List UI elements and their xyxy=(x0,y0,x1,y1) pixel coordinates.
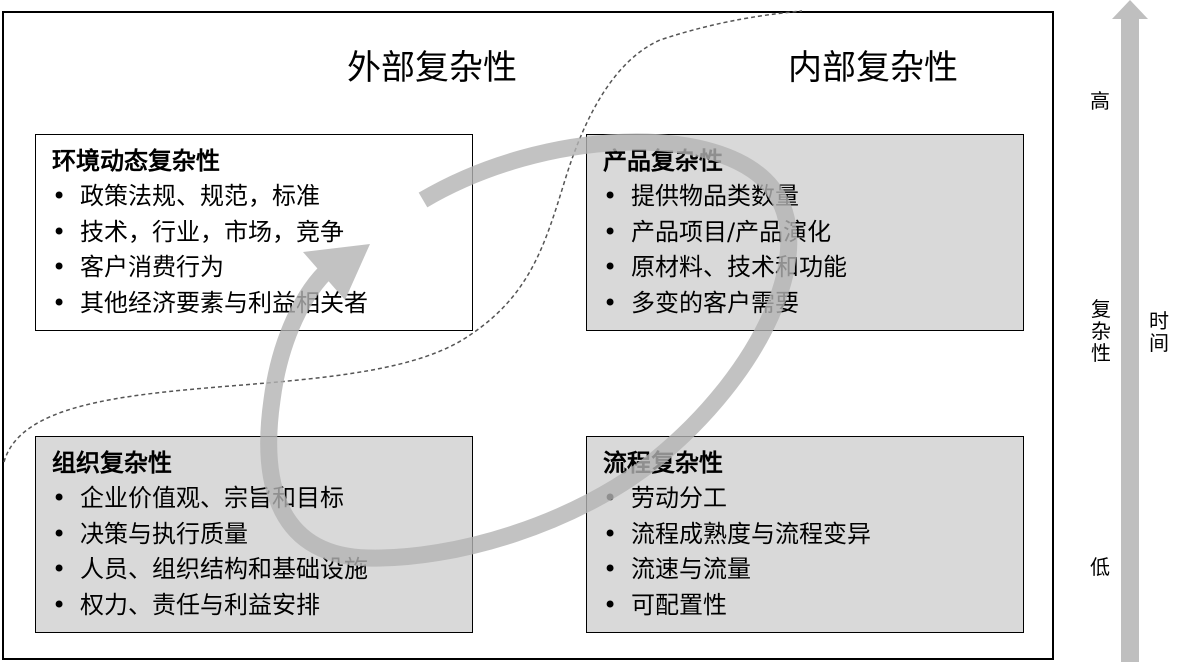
list-item: 权力、责任与利益安排 xyxy=(52,588,472,624)
list-item: 原材料、技术和功能 xyxy=(603,250,1023,286)
list-item: 人员、组织结构和基础设施 xyxy=(52,552,472,588)
internal-complexity-header: 内部复杂性 xyxy=(788,48,958,88)
external-complexity-header: 外部复杂性 xyxy=(347,48,517,88)
list-item: 流速与流量 xyxy=(603,552,1023,588)
list-item: 劳动分工 xyxy=(603,481,1023,517)
scale-complexity-label: 复杂性 xyxy=(1091,297,1111,365)
list-item: 政策法规、规范，标准 xyxy=(52,179,472,215)
list-item: 多变的客户需要 xyxy=(603,286,1023,322)
product-complexity-list: 提供物品类数量 产品项目/产品演化 原材料、技术和功能 多变的客户需要 xyxy=(603,179,1023,321)
scale-time-label: 时间 xyxy=(1149,309,1169,355)
environment-complexity-list: 政策法规、规范，标准 技术，行业，市场，竞争 客户消费行为 其他经济要素与利益相… xyxy=(52,179,472,321)
list-item: 企业价值观、宗旨和目标 xyxy=(52,481,472,517)
list-item: 提供物品类数量 xyxy=(603,179,1023,215)
environment-complexity-title: 环境动态复杂性 xyxy=(52,147,220,175)
list-item: 客户消费行为 xyxy=(52,250,472,286)
list-item: 其他经济要素与利益相关者 xyxy=(52,286,472,322)
list-item: 决策与执行质量 xyxy=(52,517,472,553)
organization-complexity-list: 企业价值观、宗旨和目标 决策与执行质量 人员、组织结构和基础设施 权力、责任与利… xyxy=(52,481,472,623)
list-item: 技术，行业，市场，竞争 xyxy=(52,215,472,251)
product-complexity-box: 产品复杂性 提供物品类数量 产品项目/产品演化 原材料、技术和功能 多变的客户需… xyxy=(586,134,1024,331)
process-complexity-title: 流程复杂性 xyxy=(603,449,723,477)
scale-low-label: 低 xyxy=(1090,555,1110,579)
list-item: 产品项目/产品演化 xyxy=(603,215,1023,251)
list-item: 可配置性 xyxy=(603,588,1023,624)
organization-complexity-title: 组织复杂性 xyxy=(52,449,172,477)
process-complexity-list: 劳动分工 流程成熟度与流程变异 流速与流量 可配置性 xyxy=(603,481,1023,623)
process-complexity-box: 流程复杂性 劳动分工 流程成熟度与流程变异 流速与流量 可配置性 xyxy=(586,436,1024,633)
environment-complexity-box: 环境动态复杂性 政策法规、规范，标准 技术，行业，市场，竞争 客户消费行为 其他… xyxy=(35,134,473,331)
scale-high-label: 高 xyxy=(1090,89,1110,113)
list-item: 流程成熟度与流程变异 xyxy=(603,517,1023,553)
product-complexity-title: 产品复杂性 xyxy=(603,147,723,175)
organization-complexity-box: 组织复杂性 企业价值观、宗旨和目标 决策与执行质量 人员、组织结构和基础设施 权… xyxy=(35,436,473,633)
